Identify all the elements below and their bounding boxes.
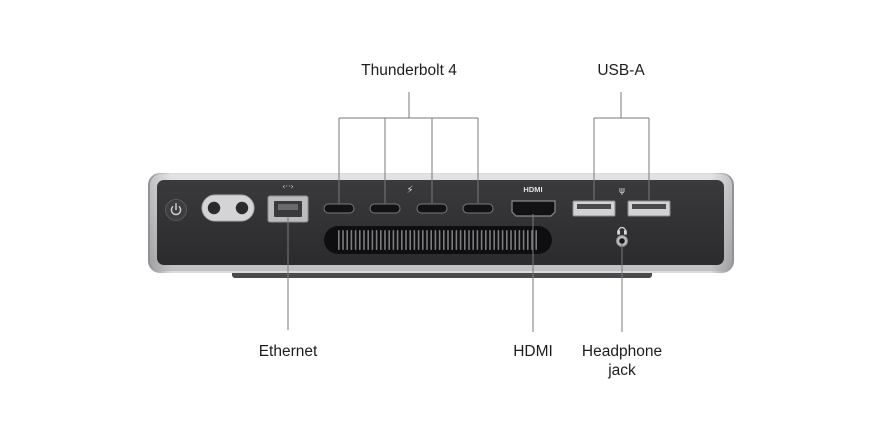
vent-slot xyxy=(413,230,416,250)
power-button xyxy=(165,199,187,221)
vent-slot xyxy=(480,230,483,250)
vent-slot xyxy=(350,230,353,250)
vent-slot xyxy=(522,230,525,250)
power-icon xyxy=(170,203,182,216)
vent-slot xyxy=(518,230,521,250)
vent-slot xyxy=(455,230,458,250)
power-inlet xyxy=(201,194,255,222)
vent-slot xyxy=(405,230,407,250)
vent-slot xyxy=(497,230,500,250)
vent-slot xyxy=(501,230,504,250)
vent-slot xyxy=(388,230,390,250)
vent-slot xyxy=(434,230,437,250)
vent-slot xyxy=(531,230,533,250)
hdmi-port xyxy=(511,200,556,217)
vent-slot xyxy=(417,230,420,250)
vent-slot xyxy=(338,230,340,250)
vent-slot xyxy=(535,230,537,250)
thunderbolt-port-4 xyxy=(462,203,494,214)
vent-slot xyxy=(438,230,441,250)
vent-slot xyxy=(506,230,508,250)
headphone-icon xyxy=(617,226,627,235)
headphone-label-line2: jack xyxy=(608,362,636,379)
vent-slot xyxy=(409,230,411,250)
vent-slot xyxy=(375,230,378,250)
vent-slot xyxy=(493,230,495,250)
thunderbolt-label: Thunderbolt 4 xyxy=(361,62,457,79)
usb-a-label: USB-A xyxy=(597,62,645,79)
callout-lines xyxy=(287,92,650,332)
vent-slot xyxy=(422,230,424,250)
headphone-label-line1: Headphone xyxy=(581,343,663,360)
thunderbolt-port-3 xyxy=(416,203,448,214)
vent-slot xyxy=(354,230,357,250)
vent-slot xyxy=(430,230,432,250)
vent-slot xyxy=(451,230,453,250)
vent-slot xyxy=(459,230,462,250)
ethernet-icon: ‹··› xyxy=(282,182,293,191)
vent-slot xyxy=(380,230,382,250)
vent-slot xyxy=(384,230,386,250)
vent-slot xyxy=(443,230,445,250)
ethernet-label: Ethernet xyxy=(258,343,318,360)
vent-slot xyxy=(468,230,470,250)
usb-icon: ψ xyxy=(619,186,625,196)
vent-slot xyxy=(514,230,516,250)
thunderbolt-port-2 xyxy=(369,203,401,214)
vent-slot xyxy=(346,230,348,250)
vent-slot xyxy=(359,230,361,250)
hdmi-marking: HDMI xyxy=(523,185,542,194)
vent-slot xyxy=(392,230,395,250)
vent-slot xyxy=(527,230,529,250)
vent-slot xyxy=(472,230,474,250)
headphone-label: Headphone jack xyxy=(582,342,662,380)
vent-grille xyxy=(324,226,552,254)
vent-slot xyxy=(489,230,491,250)
vent-slot xyxy=(464,230,466,250)
vent-slot xyxy=(447,230,449,250)
hdmi-label: HDMI xyxy=(513,343,553,360)
vent-slot xyxy=(363,230,365,250)
vent-slot xyxy=(371,230,374,250)
vent-slot xyxy=(510,230,512,250)
vent-slot xyxy=(476,230,479,250)
vent-slot xyxy=(485,230,487,250)
vent-slot xyxy=(426,230,428,250)
usb-a-port-1 xyxy=(572,200,616,217)
headphone-jack xyxy=(616,235,628,247)
vent-slot xyxy=(342,230,344,250)
usb-a-port-2 xyxy=(627,200,671,217)
thunderbolt-port-1 xyxy=(323,203,355,214)
thunderbolt-icon: ⚡ xyxy=(406,185,413,196)
ethernet-port xyxy=(267,195,309,223)
vent-slot xyxy=(396,230,399,250)
vent-slot xyxy=(367,230,369,250)
vent-slot xyxy=(401,230,403,250)
